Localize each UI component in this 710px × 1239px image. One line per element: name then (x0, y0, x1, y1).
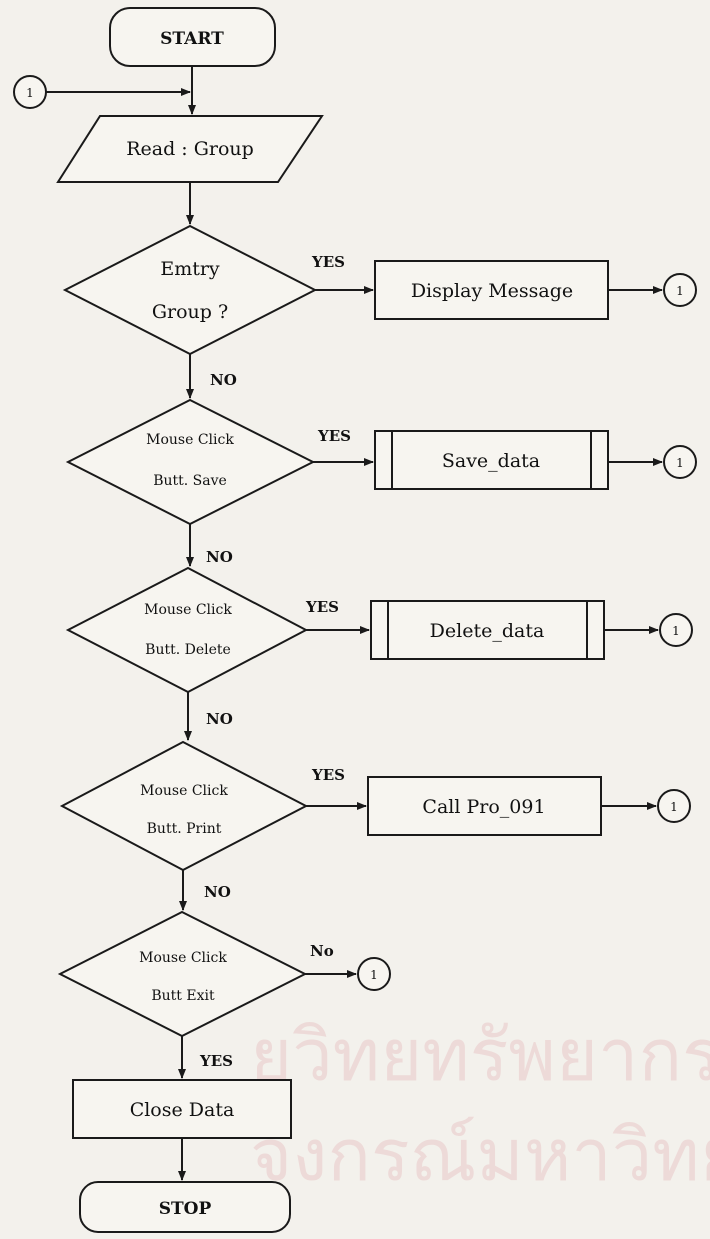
decision2-line1: Mouse Click (146, 432, 234, 448)
connector-display-label: 1 (676, 284, 684, 298)
d2-no-label: NO (206, 548, 233, 566)
decision-print (59, 740, 309, 872)
watermark-line-1: ยวิทยทรัพยากร (250, 1013, 710, 1097)
connector-save (663, 445, 697, 479)
connector-save-label: 1 (676, 456, 684, 470)
decision2-line2: Butt. Save (153, 473, 227, 489)
connector-delete (659, 613, 693, 647)
save-data-label: Save_data (442, 450, 540, 472)
decision-save (65, 398, 316, 526)
decision1-line1: Emtry (160, 258, 220, 280)
decision4-line1: Mouse Click (140, 783, 228, 799)
decision5-line1: Mouse Click (139, 950, 227, 966)
call-pro-box (367, 776, 602, 836)
d4-yes-label: YES (311, 766, 345, 784)
connector-callpro (657, 789, 691, 823)
d3-yes-label: YES (305, 598, 339, 616)
stop-terminal (79, 1181, 291, 1233)
decision4-line2: Butt. Print (147, 821, 222, 837)
d1-no-label: NO (210, 371, 237, 389)
decision3-line1: Mouse Click (144, 602, 232, 618)
connector-exit-label: 1 (370, 968, 378, 982)
decision5-line2: Butt Exit (151, 988, 215, 1004)
d5-no-label: No (310, 942, 334, 960)
connector-callpro-label: 1 (670, 800, 678, 814)
connector-entry-label: 1 (26, 86, 34, 100)
decision-empty-group (62, 224, 318, 356)
connector-display (663, 273, 697, 307)
decision1-line2: Group ? (152, 301, 228, 323)
read-input (56, 115, 324, 183)
stop-label: STOP (159, 1199, 212, 1219)
call-pro-label: Call Pro_091 (422, 796, 545, 818)
delete-data-label: Delete_data (430, 620, 545, 642)
d1-yes-label: YES (311, 253, 345, 271)
start-label: START (160, 29, 224, 49)
d5-yes-label: YES (199, 1052, 233, 1070)
display-message-box (374, 260, 609, 320)
decision3-line2: Butt. Delete (145, 642, 231, 658)
d2-yes-label: YES (317, 427, 351, 445)
close-data-label: Close Data (130, 1099, 235, 1121)
connector-exit (357, 957, 391, 991)
connector-delete-label: 1 (672, 624, 680, 638)
read-label: Read : Group (126, 138, 254, 160)
d4-no-label: NO (204, 883, 231, 901)
display-message-label: Display Message (411, 280, 573, 302)
watermark-line-2: จงกรณ์มหาวิทยาลัย (250, 1113, 710, 1197)
d3-no-label: NO (206, 710, 233, 728)
save-data-box (374, 430, 609, 490)
decision-delete (65, 566, 309, 694)
